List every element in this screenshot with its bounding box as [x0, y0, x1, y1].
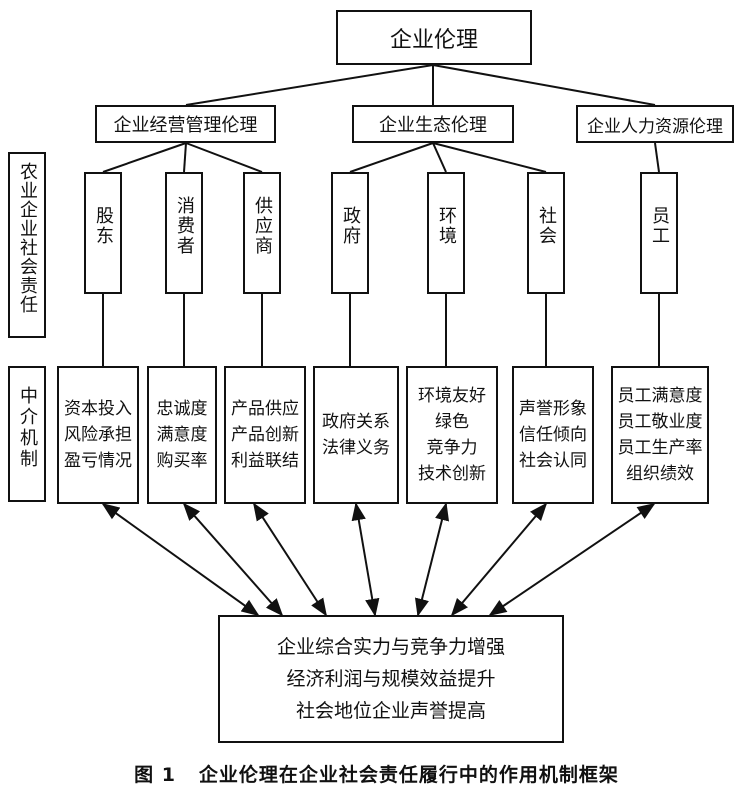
stakeholder-label: 供应商 [252, 196, 273, 256]
left-label-bottom: 中介机制 [17, 386, 38, 470]
mechanism-item: 风险承担 [64, 425, 132, 445]
category-ecological-ethics: 企业生态伦理 [352, 105, 514, 143]
mechanism-employee: 员工满意度 员工敬业度 员工生产率 组织绩效 [611, 366, 709, 504]
mechanism-consumer: 忠诚度 满意度 购买率 [147, 366, 217, 504]
mechanism-environment: 环境友好 绿色 竞争力 技术创新 [406, 366, 498, 504]
mechanism-item: 盈亏情况 [64, 451, 132, 471]
line-cat2-to-society [432, 142, 547, 173]
stakeholder-employee: 员工 [640, 172, 678, 294]
mechanism-item: 法律义务 [322, 438, 390, 458]
mechanism-item: 利益联结 [231, 451, 299, 471]
mechanism-item: 技术创新 [418, 464, 486, 484]
mechanism-item: 政府关系 [322, 412, 390, 432]
mechanism-shareholder: 资本投入 风险承担 盈亏情况 [57, 366, 139, 504]
figure-caption: 图 1 企业伦理在企业社会责任履行中的作用机制框架 [134, 764, 619, 786]
category-business-ethics: 企业经营管理伦理 [95, 105, 276, 143]
mechanism-item: 组织绩效 [626, 464, 694, 484]
line-cat1-to-supplier [185, 142, 263, 173]
arrow-mech-2-outcome [182, 502, 284, 617]
mechanism-government: 政府关系 法律义务 [313, 366, 399, 504]
stakeholder-label: 政府 [340, 206, 361, 246]
mechanism-item: 忠诚度 [156, 399, 208, 419]
root-node: 企业伦理 [336, 10, 532, 65]
mechanism-item: 信任倾向 [519, 425, 587, 445]
mechanism-item: 声誉形象 [519, 399, 587, 419]
stakeholder-label: 员工 [649, 206, 670, 246]
stakeholder-consumer: 消费者 [165, 172, 203, 294]
mechanism-item: 员工敬业度 [617, 412, 703, 432]
line-root-to-category-1 [185, 64, 434, 106]
arrow-mech-5-outcome [414, 502, 450, 617]
category-label: 企业人力资源伦理 [587, 116, 723, 137]
category-label: 企业经营管理伦理 [113, 115, 258, 136]
arrow-mech-6-outcome [450, 502, 548, 617]
mechanism-item: 社会认同 [519, 451, 587, 471]
mechanism-item: 绿色 [435, 412, 469, 432]
root-label: 企业伦理 [389, 27, 478, 53]
arrow-mech-7-outcome [488, 502, 656, 617]
line-cat1-to-shareholder [102, 142, 187, 173]
outcome-item: 经济利润与规模效益提升 [286, 668, 496, 690]
mechanism-item: 员工满意度 [617, 386, 703, 406]
arrow-mech-4-outcome [351, 502, 380, 617]
label-intermediary-mechanism: 中介机制 [8, 366, 46, 502]
mechanism-item: 产品供应 [231, 399, 299, 419]
stakeholder-label: 股东 [93, 206, 114, 246]
mechanism-item: 员工生产率 [617, 438, 703, 458]
label-agricultural-csr: 农业企业社会责任 [8, 152, 46, 338]
stakeholder-shareholder: 股东 [84, 172, 122, 294]
mechanism-item: 购买率 [156, 451, 208, 471]
stakeholder-label: 环境 [436, 206, 457, 246]
stakeholder-government: 政府 [331, 172, 369, 294]
left-label-top: 农业企业社会责任 [17, 162, 38, 314]
line-cat1-to-consumer [183, 142, 187, 173]
mechanism-item: 竞争力 [426, 438, 478, 458]
stakeholder-label: 社会 [536, 206, 557, 246]
arrow-mech-3-outcome [253, 502, 327, 617]
stakeholder-label: 消费者 [174, 196, 195, 256]
mechanism-item: 产品创新 [231, 425, 299, 445]
mechanism-item: 满意度 [156, 425, 208, 445]
line-cat2-to-government [349, 142, 434, 173]
mechanism-item: 环境友好 [418, 386, 486, 406]
stakeholder-society: 社会 [527, 172, 565, 294]
category-label: 企业生态伦理 [379, 115, 487, 136]
outcome-box: 企业综合实力与竞争力增强 经济利润与规模效益提升 社会地位企业声誉提高 [218, 615, 564, 743]
arrow-mech-1-outcome [101, 502, 260, 617]
category-hr-ethics: 企业人力资源伦理 [576, 105, 734, 143]
line-root-to-category-3 [432, 64, 656, 106]
mechanism-supplier: 产品供应 产品创新 利益联结 [224, 366, 306, 504]
line-cat2-to-environment [432, 142, 447, 173]
stakeholder-environment: 环境 [427, 172, 465, 294]
outcome-item: 社会地位企业声誉提高 [295, 700, 486, 722]
stakeholder-supplier: 供应商 [243, 172, 281, 294]
outcome-item: 企业综合实力与竞争力增强 [276, 636, 505, 658]
mechanism-society: 声誉形象 信任倾向 社会认同 [512, 366, 594, 504]
mechanism-item: 资本投入 [64, 399, 132, 419]
line-cat3-to-employee [654, 142, 660, 173]
